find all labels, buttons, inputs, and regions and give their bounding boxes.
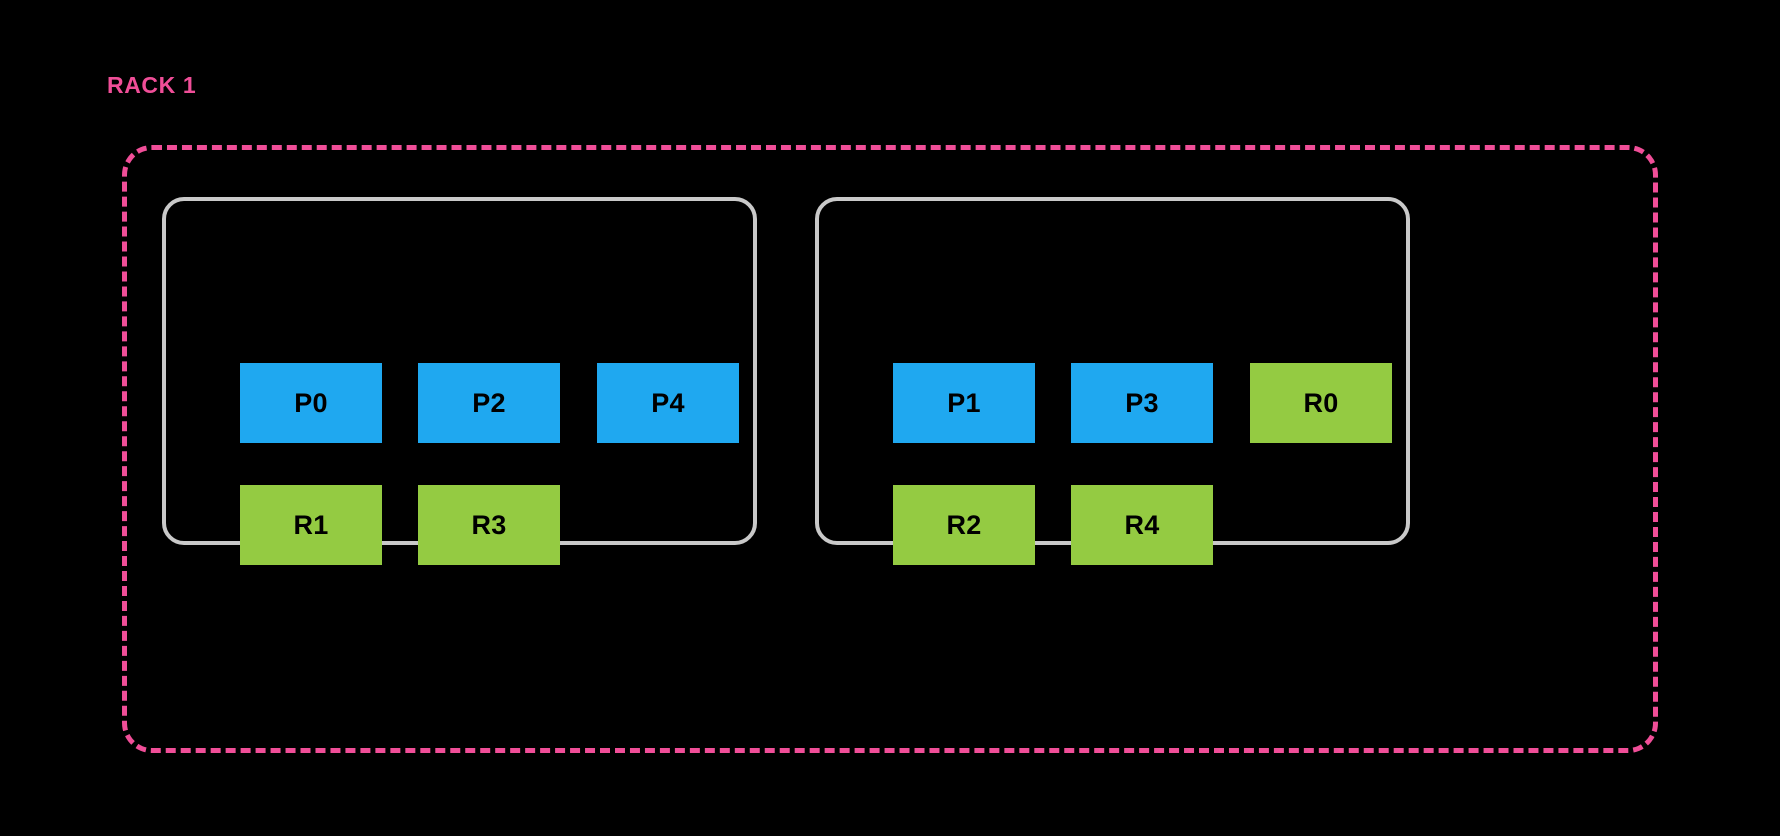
unit-r0[interactable]: R0 [1250, 363, 1392, 443]
unit-p1[interactable]: P1 [893, 363, 1035, 443]
unit-r4[interactable]: R4 [1071, 485, 1213, 565]
unit-label: R4 [1124, 509, 1160, 540]
rack-boundary [122, 145, 1658, 753]
unit-r2[interactable]: R2 [893, 485, 1035, 565]
unit-label: P2 [472, 387, 506, 418]
unit-p2[interactable]: P2 [418, 363, 560, 443]
unit-label: R1 [293, 509, 329, 540]
unit-p0[interactable]: P0 [240, 363, 382, 443]
rack-label: RACK 1 [107, 72, 197, 98]
unit-p4[interactable]: P4 [597, 363, 739, 443]
unit-label: R3 [471, 509, 507, 540]
unit-p3[interactable]: P3 [1071, 363, 1213, 443]
unit-label: R0 [1303, 387, 1339, 418]
unit-label: P1 [947, 387, 981, 418]
unit-label: P0 [294, 387, 328, 418]
unit-label: R2 [946, 509, 982, 540]
unit-label: P3 [1125, 387, 1159, 418]
unit-label: P4 [651, 387, 685, 418]
unit-r1[interactable]: R1 [240, 485, 382, 565]
unit-r3[interactable]: R3 [418, 485, 560, 565]
